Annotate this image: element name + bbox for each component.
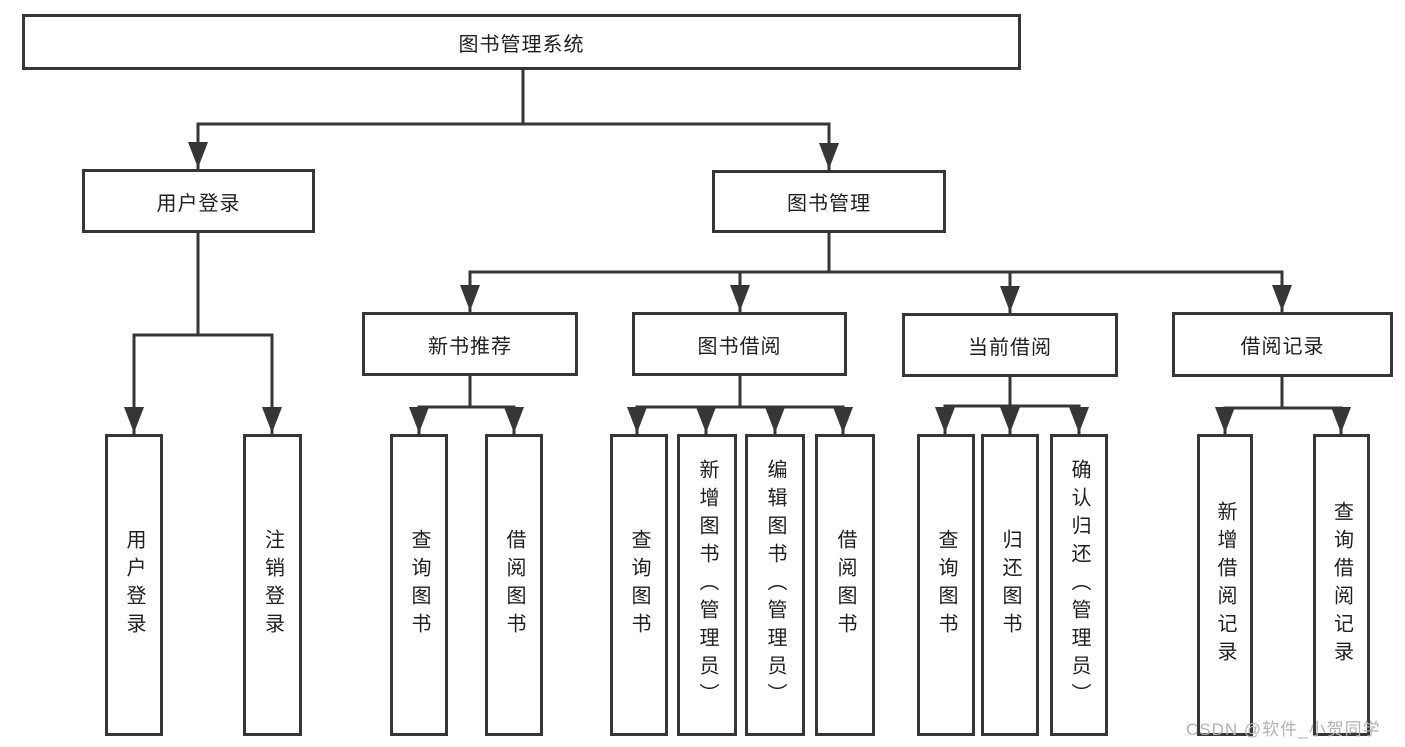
node-label: 新书推荐 <box>428 335 512 358</box>
leaf-return-books: 归还图书 <box>981 434 1039 736</box>
leaf-label: 用户登录 <box>123 529 145 641</box>
csdn-watermark: CSDN @软件_小贺同学 <box>1186 720 1381 739</box>
leaf-borrow-books-recommend: 借阅图书 <box>485 434 543 736</box>
leaf-query-books-borrowing: 查询图书 <box>610 434 668 736</box>
connector-user-login-children <box>124 231 282 435</box>
node-library-management-system: 图书管理系统 <box>22 14 1021 70</box>
leaf-query-borrow-record: 查询借阅记录 <box>1313 434 1370 736</box>
leaf-label: 新增图书（管理员） <box>696 459 718 711</box>
node-new-book-recommend: 新书推荐 <box>362 312 578 376</box>
leaf-label: 编辑图书（管理员） <box>764 459 786 711</box>
leaf-label: 借阅图书 <box>503 529 525 641</box>
connector-current-borrowing-children <box>935 375 1089 435</box>
leaf-query-books-current: 查询图书 <box>917 434 975 736</box>
leaf-label: 归还图书 <box>999 529 1021 641</box>
node-current-borrowing: 当前借阅 <box>902 313 1118 377</box>
leaf-edit-books-admin: 编辑图书（管理员） <box>745 434 805 736</box>
connector-book-management-children <box>460 231 1292 314</box>
node-label: 用户登录 <box>156 192 241 215</box>
leaf-add-borrow-record: 新增借阅记录 <box>1197 434 1253 736</box>
node-user-login: 用户登录 <box>82 169 315 233</box>
leaf-label: 注销登录 <box>261 529 284 641</box>
node-book-borrowing: 图书借阅 <box>632 312 847 376</box>
node-borrowing-records: 借阅记录 <box>1172 312 1393 377</box>
leaf-label: 查询借阅记录 <box>1330 501 1353 669</box>
connector-new-book-recommend-children <box>409 374 524 435</box>
leaf-label: 确认归还（管理员） <box>1068 459 1090 711</box>
leaf-query-books-recommend: 查询图书 <box>390 434 448 736</box>
leaf-label: 查询图书 <box>935 529 957 641</box>
connector-borrowing-records-children <box>1215 375 1351 435</box>
leaf-logout: 注销登录 <box>243 434 302 736</box>
leaf-label: 查询图书 <box>628 529 650 641</box>
node-label: 图书借阅 <box>697 335 782 358</box>
node-book-management: 图书管理 <box>712 170 946 233</box>
leaf-add-books-admin: 新增图书（管理员） <box>677 434 737 736</box>
connector-root-to-level2 <box>188 65 839 171</box>
node-label: 借阅记录 <box>1240 336 1325 358</box>
leaf-user-login: 用户登录 <box>105 434 163 736</box>
leaf-label: 查询图书 <box>408 529 430 641</box>
connector-book-borrowing-children <box>627 374 853 435</box>
leaf-label: 新增借阅记录 <box>1214 501 1236 669</box>
leaf-borrow-books-borrowing: 借阅图书 <box>815 434 875 736</box>
node-label: 当前借阅 <box>968 336 1052 359</box>
node-label: 图书管理系统 <box>458 33 585 56</box>
leaf-label: 借阅图书 <box>834 529 856 641</box>
node-label: 图书管理 <box>787 193 871 215</box>
leaf-confirm-return-admin: 确认归还（管理员） <box>1050 434 1108 736</box>
